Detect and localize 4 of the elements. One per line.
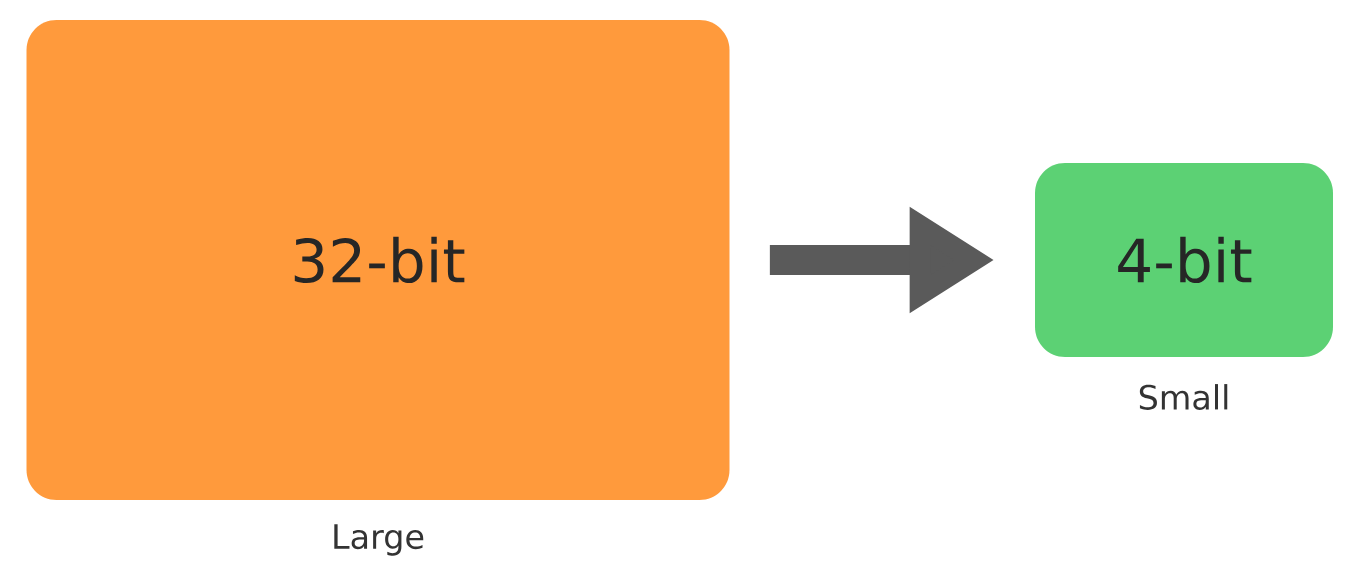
caption-label: Small [1139,384,1228,410]
box: 32-bit [26,20,730,500]
box: 4-bit [1035,163,1333,357]
caption-label: Large [334,524,424,556]
